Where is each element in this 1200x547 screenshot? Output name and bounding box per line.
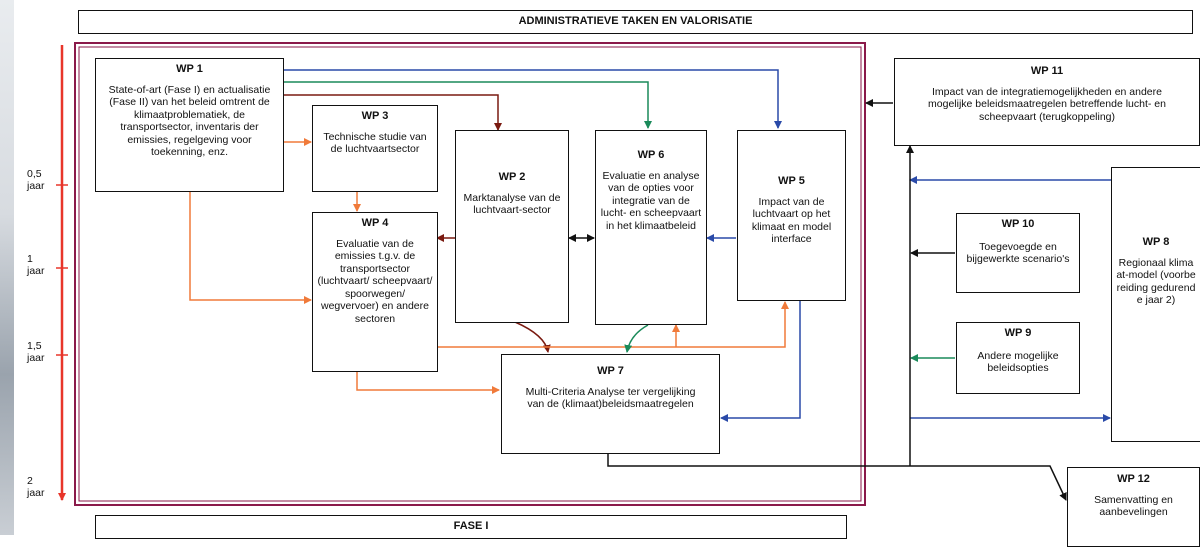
wp1-title: WP 1 — [176, 63, 203, 75]
wp7-text: Multi-Criteria Analyse ter vergelijking … — [525, 385, 696, 411]
wp10-title: WP 10 — [1001, 218, 1035, 230]
wp4-box: WP 4 Evaluatie van de emissies t.g.v. de… — [312, 212, 438, 372]
timeline-value: 2 — [27, 475, 33, 487]
wp9-title: WP 9 — [1004, 327, 1032, 339]
wp12-box: WP 12 Samenvatting en aanbevelingen — [1067, 467, 1200, 547]
arrow-wp7-wp12 — [607, 454, 1067, 501]
timeline-label-0-5: 0,5 jaar — [27, 168, 45, 192]
arrow-wp4-wp7 — [356, 372, 500, 394]
wp2-box: WP 2 Marktanalyse van de luchtvaart-sect… — [455, 130, 569, 323]
wp1-text: State-of-art (Fase I) en actualisatie (F… — [108, 83, 271, 159]
timeline-unit: jaar — [27, 352, 45, 364]
wp4-text: Evaluatie van de emissies t.g.v. de tran… — [317, 237, 433, 325]
arrow-wp1-wp4 — [189, 192, 312, 304]
wp12-title: WP 12 — [1117, 473, 1150, 485]
wp11-text: Impact van de integratiemogelijkheden en… — [928, 85, 1166, 123]
wp7-title: WP 7 — [597, 365, 624, 377]
wp11-box: WP 11 Impact van de integratiemogelijkhe… — [894, 58, 1200, 146]
arrow-wp5-wp7 — [720, 300, 801, 422]
phase-frame-inner — [78, 46, 862, 502]
timeline-value: 1,5 — [27, 340, 42, 352]
wp5-title: WP 5 — [778, 175, 805, 187]
wp6-box: WP 6 Evaluatie en analyse van de opties … — [595, 130, 707, 325]
timeline-label-1: 1 jaar — [27, 253, 45, 277]
timeline-unit: jaar — [27, 265, 45, 277]
wp6-text: Evaluatie en analyse van de opties voor … — [600, 169, 702, 232]
wp10-box: WP 10 Toegevoegde en bijgewerkte scenari… — [956, 213, 1080, 293]
wp8-box: WP 8 Regionaal klimaat-model (voorbereid… — [1111, 167, 1200, 442]
arrow-wp1-wp6 — [284, 81, 652, 129]
timeline-label-1-5: 1,5 jaar — [27, 340, 45, 364]
wp11-title: WP 11 — [1030, 65, 1064, 77]
banner-phase-one: FASE I — [95, 515, 847, 539]
wp8-title: WP 8 — [1142, 236, 1170, 248]
wp3-box: WP 3 Technische studie van de luchtvaart… — [312, 105, 438, 192]
wp4-title: WP 4 — [361, 217, 389, 229]
wp9-text: Andere mogelijke beleidsopties — [977, 349, 1059, 375]
wp1-box: WP 1 State-of-art (Fase I) en actualisat… — [95, 58, 284, 192]
banner-administrative-tasks: ADMINISTRATIEVE TAKEN EN VALORISATIE — [78, 10, 1193, 34]
arrow-wp6-wp7 — [624, 324, 649, 353]
wp3-text: Technische studie van de luchtvaartsecto… — [323, 130, 427, 156]
wp8-text: Regionaal klimaat-model (voorbereiding g… — [1116, 256, 1196, 307]
wp3-title: WP 3 — [361, 110, 389, 122]
connections-layer — [56, 42, 1112, 506]
wp6-title: WP 6 — [637, 149, 665, 161]
wp7-box: WP 7 Multi-Criteria Analyse ter vergelij… — [501, 354, 720, 454]
wp5-text: Impact van de luchtvaart op het klimaat … — [751, 195, 832, 246]
wp5-box: WP 5 Impact van de luchtvaart op het kli… — [737, 130, 846, 301]
timeline-value: 1 — [27, 253, 33, 265]
timeline-unit: jaar — [27, 487, 45, 499]
left-edge-decoration — [0, 0, 14, 535]
arrow-wp2-wp7 — [514, 321, 551, 353]
arrow-wp1-wp2 — [284, 94, 502, 131]
phase-frame-outer — [74, 42, 866, 506]
timeline-label-2: 2 jaar — [27, 475, 45, 499]
timeline-value: 0,5 — [27, 168, 42, 180]
arrow-wp1-wp5 — [284, 69, 782, 129]
wp9-box: WP 9 Andere mogelijke beleidsopties — [956, 322, 1080, 394]
wp2-text: Marktanalyse van de luchtvaart-sector — [463, 191, 561, 217]
wp10-text: Toegevoegde en bijgewerkte scenario's — [966, 240, 1070, 266]
wp2-title: WP 2 — [498, 171, 526, 183]
timeline-unit: jaar — [27, 180, 45, 192]
wp12-text: Samenvatting en aanbevelingen — [1094, 493, 1173, 519]
arrow-wp4-wp5 — [437, 301, 789, 348]
